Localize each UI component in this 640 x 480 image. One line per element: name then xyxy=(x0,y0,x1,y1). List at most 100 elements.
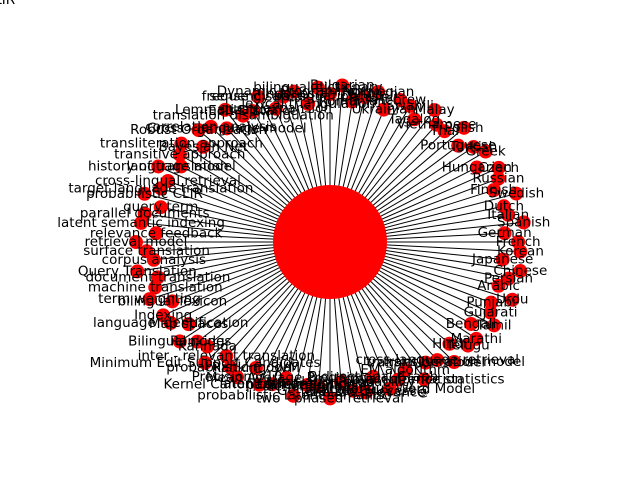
node-label: Query Translation xyxy=(78,263,197,279)
graph-node xyxy=(287,84,302,99)
node-label: Czech xyxy=(478,160,519,176)
graph-node xyxy=(148,280,163,295)
node-label: Dynamic Programming xyxy=(217,84,372,100)
graph-node xyxy=(149,226,164,241)
graph-node xyxy=(469,331,484,346)
node-label: language identification xyxy=(93,315,248,331)
graph-node xyxy=(230,370,245,385)
node-label: cross-lingual retrieval xyxy=(95,173,241,189)
node-label: translation probability xyxy=(267,374,416,390)
graph-node xyxy=(483,305,498,320)
graph-node xyxy=(174,136,189,151)
graph-node xyxy=(442,336,457,351)
center-node-circle xyxy=(273,185,387,299)
graph-node xyxy=(128,235,143,249)
graph-node xyxy=(376,102,391,117)
node-label: Bayesian Net xyxy=(159,139,248,155)
graph-node xyxy=(487,318,502,333)
node-label: query expansion xyxy=(220,101,332,117)
graph-node xyxy=(153,181,168,196)
node-label: retrieval model xyxy=(85,234,188,250)
graph-node xyxy=(486,183,501,198)
graph-node xyxy=(417,372,432,387)
node-label: Hungarian xyxy=(442,159,512,175)
node-label: Tagalog xyxy=(387,111,440,127)
graph-node xyxy=(334,374,349,389)
node-label: Lemmatization xyxy=(175,102,275,118)
node-label: mutual information xyxy=(333,372,463,388)
graph-node xyxy=(495,252,510,267)
node-label: Bengali xyxy=(446,316,496,332)
node-label: correlation analysis xyxy=(145,119,276,135)
graph-node xyxy=(165,294,180,309)
graph-node xyxy=(505,292,520,307)
graph-node xyxy=(310,80,325,95)
graph-node xyxy=(323,87,337,101)
node-label: co-occurrence statistics xyxy=(344,371,504,387)
node-label: Kannada xyxy=(178,338,237,354)
graph-node xyxy=(252,377,267,392)
graph-node xyxy=(393,92,408,107)
node-label: French xyxy=(496,234,541,250)
node-label: Map spaces xyxy=(149,316,228,332)
node-label: translation disambiguation xyxy=(153,108,334,124)
graph-node xyxy=(198,355,213,370)
graph-node xyxy=(248,360,263,375)
node-label: sense disambiguation xyxy=(209,89,357,105)
node-label: Greek xyxy=(466,144,506,160)
node-label: Hindi xyxy=(432,336,467,352)
graph-node xyxy=(137,186,152,201)
node-label: Telugu xyxy=(445,338,490,354)
node-label: Synchronous Word Model xyxy=(304,381,475,397)
node-label: Vietnamese xyxy=(397,117,477,133)
graph-node xyxy=(172,334,187,349)
graph-node xyxy=(174,159,189,174)
node-label: Indexing xyxy=(134,307,192,323)
graph-node xyxy=(516,215,531,230)
node-label: Swahili xyxy=(386,98,434,114)
node-label: Hebrew xyxy=(374,92,426,108)
graph-node xyxy=(466,139,481,154)
node-label: Japanese xyxy=(471,251,533,267)
graph-node xyxy=(142,292,157,307)
graph-node xyxy=(464,316,479,331)
graph-node xyxy=(301,96,316,111)
node-label: probabilistic latent semantic xyxy=(197,388,389,404)
node-label: Indonesian - English xyxy=(262,86,398,102)
graph-node xyxy=(236,108,251,123)
node-label: parallel documents xyxy=(80,206,210,222)
node-label: transliteration approach xyxy=(100,136,263,152)
node-label: Swedish xyxy=(488,186,544,202)
graph-node xyxy=(251,89,266,104)
node-label: query term xyxy=(123,199,198,215)
node-label: transliteration model xyxy=(383,354,525,370)
node-label: term weighting xyxy=(98,291,201,307)
graph-node xyxy=(151,159,166,174)
node-label: surface translation xyxy=(83,243,210,259)
graph-node xyxy=(497,226,512,241)
graph-node xyxy=(371,84,386,99)
node-label: dictionary-based xyxy=(262,378,375,394)
graph-node xyxy=(513,264,528,279)
graph-node xyxy=(219,349,234,364)
graph-node xyxy=(311,379,326,394)
node-label: language model xyxy=(127,158,236,174)
graph-node xyxy=(451,138,466,153)
graph-node xyxy=(219,121,234,136)
node-label: pseudo relevance xyxy=(306,384,426,400)
graph-node xyxy=(323,391,337,406)
node-label: cross-language retrieval xyxy=(356,352,520,368)
node-label: translation model xyxy=(366,355,485,371)
node-label: Malay xyxy=(415,102,455,118)
node-label: two - phased retrieval xyxy=(256,390,404,406)
node-label: Arabic xyxy=(477,278,520,294)
node-label: target language translation xyxy=(68,180,253,196)
graph-node xyxy=(511,235,526,249)
graph-node xyxy=(457,120,472,135)
graph-node xyxy=(196,139,211,154)
node-label: Korean xyxy=(497,244,544,260)
node-label: Cross - language model xyxy=(147,120,307,136)
node-label: bilingual dictionary xyxy=(253,80,382,96)
node-label: history of translation xyxy=(88,158,229,174)
